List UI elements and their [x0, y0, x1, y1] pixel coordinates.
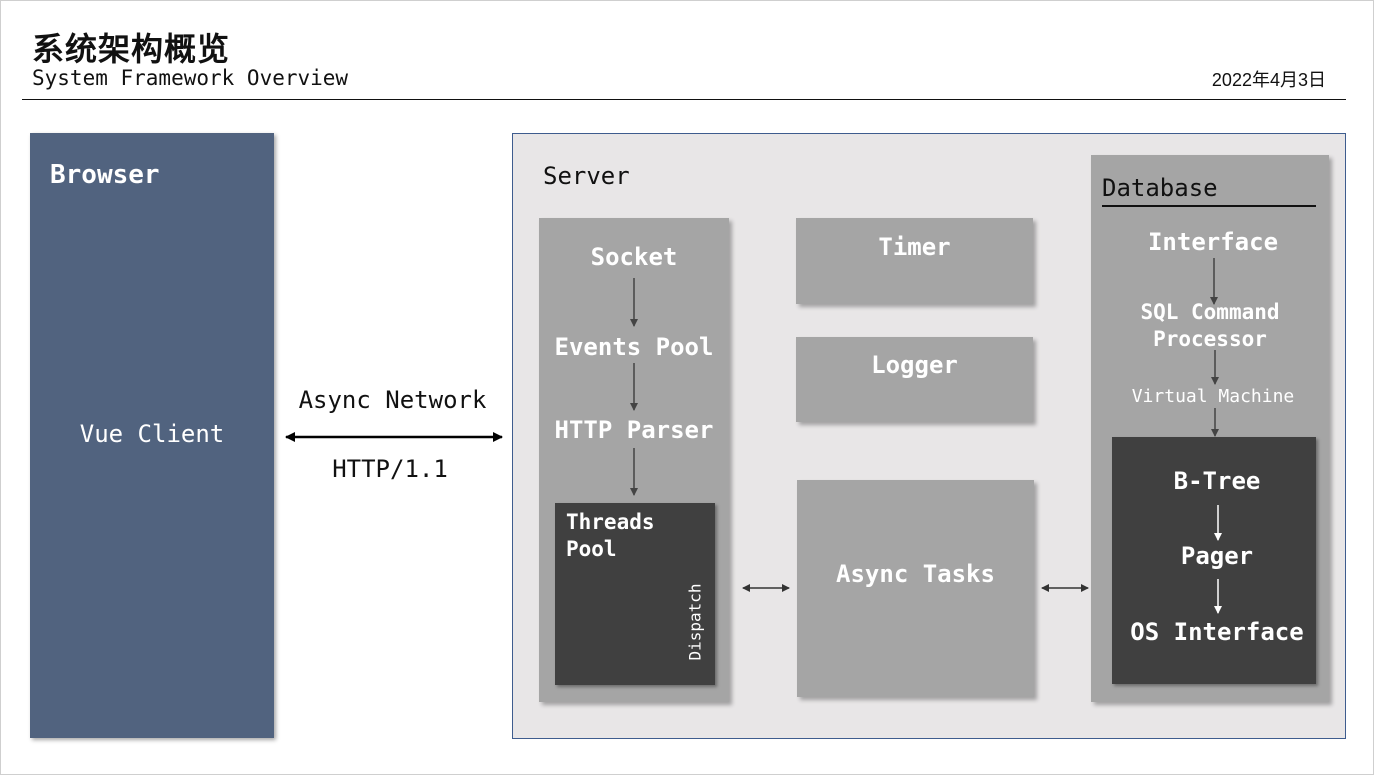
sql-processor-label: SQL Command Processor — [1140, 300, 1280, 351]
timer-box — [796, 218, 1033, 304]
vue-client-label: Vue Client — [79, 420, 225, 448]
timer-label: Timer — [878, 233, 951, 261]
browser-box — [30, 133, 274, 738]
socket-label: Socket — [590, 243, 678, 271]
btree-label: B-Tree — [1173, 467, 1261, 495]
date-label: 2022年4月3日 — [1211, 70, 1326, 90]
async-tasks-label: Async Tasks — [836, 560, 995, 588]
server-title: Server — [543, 162, 630, 190]
threads-pool-box — [555, 503, 715, 685]
virtual-machine-label: Virtual Machine — [1131, 386, 1295, 407]
page-subtitle: System Framework Overview — [32, 66, 349, 90]
os-interface-label: OS Interface — [1130, 618, 1304, 646]
db-interface-label: Interface — [1147, 228, 1279, 256]
logger-box — [796, 337, 1033, 422]
http-parser-label: HTTP Parser — [554, 416, 714, 444]
pager-label: Pager — [1180, 542, 1254, 570]
events-pool-label: Events Pool — [554, 333, 714, 361]
network-label: Async Network — [298, 386, 487, 414]
browser-title: Browser — [50, 160, 160, 190]
storage-engine-box — [1112, 437, 1316, 684]
page-title: 系统架构概览 — [32, 30, 231, 68]
header-divider — [22, 99, 1346, 100]
protocol-label: HTTP/1.1 — [332, 455, 448, 483]
database-title-underline — [1102, 205, 1316, 207]
async-tasks-box — [797, 480, 1034, 697]
threads-pool-label: Threads Pool — [566, 510, 655, 561]
logger-label: Logger — [871, 351, 958, 379]
database-title: Database — [1102, 174, 1218, 202]
